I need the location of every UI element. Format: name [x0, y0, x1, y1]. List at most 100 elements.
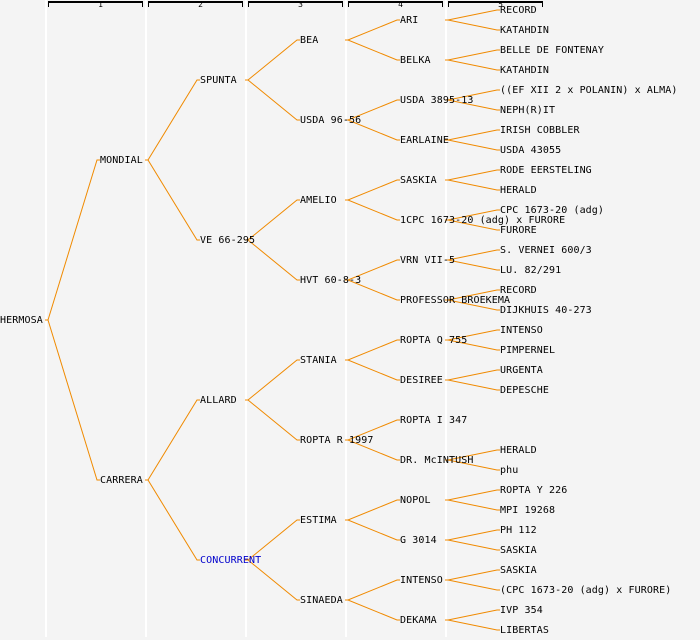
pedigree-connector — [345, 579, 400, 601]
pedigree-connector — [145, 79, 200, 161]
generation-header-label: 3 — [298, 0, 303, 9]
pedigree-connector — [445, 139, 500, 151]
generation-header-bracket — [248, 1, 343, 7]
pedigree-connector — [345, 339, 400, 361]
column-divider — [345, 0, 347, 637]
pedigree-node-gen-5: SASKIA — [500, 565, 537, 576]
pedigree-node-gen-3: STANIA — [300, 355, 337, 366]
generation-header-label: 2 — [198, 0, 203, 9]
generation-header-bracket — [448, 1, 543, 7]
pedigree-node-gen-4: SASKIA — [400, 175, 437, 186]
pedigree-node-gen-4: DR. McINTUSH — [400, 455, 474, 466]
pedigree-node-gen-2[interactable]: CONCURRENT — [200, 555, 262, 566]
pedigree-node-gen-1: CARRERA — [100, 475, 143, 486]
pedigree-node-gen-4: ROPTA I 347 — [400, 415, 468, 426]
column-divider — [445, 0, 447, 637]
pedigree-node-gen-3: ROPTA R 1997 — [300, 435, 374, 446]
pedigree-connector — [445, 529, 500, 541]
pedigree-connector — [445, 619, 500, 631]
pedigree-connector — [445, 339, 500, 351]
pedigree-node-gen-5: IVP 354 — [500, 605, 543, 616]
pedigree-connector — [245, 239, 300, 281]
pedigree-node-gen-5: KATAHDIN — [500, 25, 549, 36]
pedigree-connector — [345, 179, 400, 201]
pedigree-connector — [345, 359, 400, 381]
pedigree-node-gen-5: IRISH COBBLER — [500, 125, 580, 136]
pedigree-root: HERMOSA — [0, 315, 43, 326]
pedigree-node-gen-5: LIBERTAS — [500, 625, 549, 636]
pedigree-connector — [345, 19, 400, 41]
pedigree-connector — [445, 499, 500, 511]
pedigree-node-gen-4: G 3014 — [400, 535, 437, 546]
pedigree-connector — [445, 59, 500, 71]
pedigree-node-gen-5: RODE EERSTELING — [500, 165, 592, 176]
pedigree-node-gen-5: SASKIA — [500, 545, 537, 556]
pedigree-node-gen-2: ALLARD — [200, 395, 237, 406]
pedigree-connector — [345, 199, 400, 221]
pedigree-node-gen-5: phu — [500, 465, 519, 476]
pedigree-connector — [345, 439, 400, 461]
generation-header-label: 4 — [398, 0, 403, 9]
pedigree-connector — [445, 379, 500, 391]
pedigree-node-gen-5: BELLE DE FONTENAY — [500, 45, 605, 56]
pedigree-connector — [445, 169, 500, 181]
pedigree-node-gen-5: FURORE — [500, 225, 537, 236]
pedigree-node-gen-4: ROPTA Q 755 — [400, 335, 468, 346]
pedigree-node-gen-4: BELKA — [400, 55, 431, 66]
pedigree-connector — [45, 319, 100, 481]
pedigree-connector — [445, 489, 500, 501]
pedigree-node-gen-4: INTENSO — [400, 575, 443, 586]
pedigree-node-gen-3: AMELIO — [300, 195, 337, 206]
pedigree-connector — [445, 19, 500, 31]
pedigree-node-gen-5: RECORD — [500, 285, 537, 296]
pedigree-node-gen-5: DIJKHUIS 40-273 — [500, 305, 592, 316]
pedigree-node-gen-1: MONDIAL — [100, 155, 143, 166]
pedigree-node-gen-4: NOPOL — [400, 495, 431, 506]
column-divider — [45, 0, 47, 637]
pedigree-node-gen-2: SPUNTA — [200, 75, 237, 86]
pedigree-connector — [145, 159, 200, 241]
pedigree-node-gen-5: LU. 82/291 — [500, 265, 562, 276]
pedigree-connector — [445, 539, 500, 551]
pedigree-connector — [245, 39, 300, 81]
column-divider — [245, 0, 247, 637]
pedigree-node-gen-3: HVT 60-8-3 — [300, 275, 362, 286]
pedigree-connector — [445, 259, 500, 271]
pedigree-node-gen-5: PH 112 — [500, 525, 537, 536]
generation-header-bracket — [48, 1, 143, 7]
pedigree-node-gen-4: DESIREE — [400, 375, 443, 386]
pedigree-node-gen-5: (CPC 1673-20 (adg) x FURORE) — [500, 585, 672, 596]
pedigree-node-gen-5: ((EF XII 2 x POLANIN) x ALMA) — [500, 85, 678, 96]
pedigree-connector — [345, 39, 400, 61]
column-divider — [145, 0, 147, 637]
pedigree-node-gen-5: DEPESCHE — [500, 385, 549, 396]
pedigree-connector — [345, 519, 400, 541]
pedigree-connector — [245, 519, 300, 561]
pedigree-node-gen-3: BEA — [300, 35, 319, 46]
pedigree-connector — [245, 199, 300, 241]
pedigree-connector — [345, 119, 400, 141]
pedigree-connector — [445, 179, 500, 191]
pedigree-connector — [245, 399, 300, 441]
generation-header-label: 5 — [498, 0, 503, 9]
pedigree-connector — [445, 219, 500, 231]
pedigree-connector — [345, 499, 400, 521]
pedigree-connector — [445, 369, 500, 381]
pedigree-connector — [345, 279, 400, 301]
pedigree-connector — [345, 599, 400, 621]
pedigree-node-gen-5: USDA 43055 — [500, 145, 562, 156]
generation-header-bracket — [348, 1, 443, 7]
pedigree-node-gen-5: S. VERNEI 600/3 — [500, 245, 592, 256]
pedigree-node-gen-5: HERALD — [500, 185, 537, 196]
pedigree-node-gen-5: ROPTA Y 226 — [500, 485, 568, 496]
pedigree-node-gen-2: VE 66-295 — [200, 235, 256, 246]
pedigree-connector — [445, 579, 500, 591]
pedigree-connector — [245, 559, 300, 601]
pedigree-node-gen-3: SINAEDA — [300, 595, 343, 606]
pedigree-connector — [445, 99, 500, 111]
pedigree-connector — [445, 49, 500, 61]
pedigree-node-gen-5: KATAHDIN — [500, 65, 549, 76]
pedigree-node-gen-5: CPC 1673-20 (adg) — [500, 205, 605, 216]
